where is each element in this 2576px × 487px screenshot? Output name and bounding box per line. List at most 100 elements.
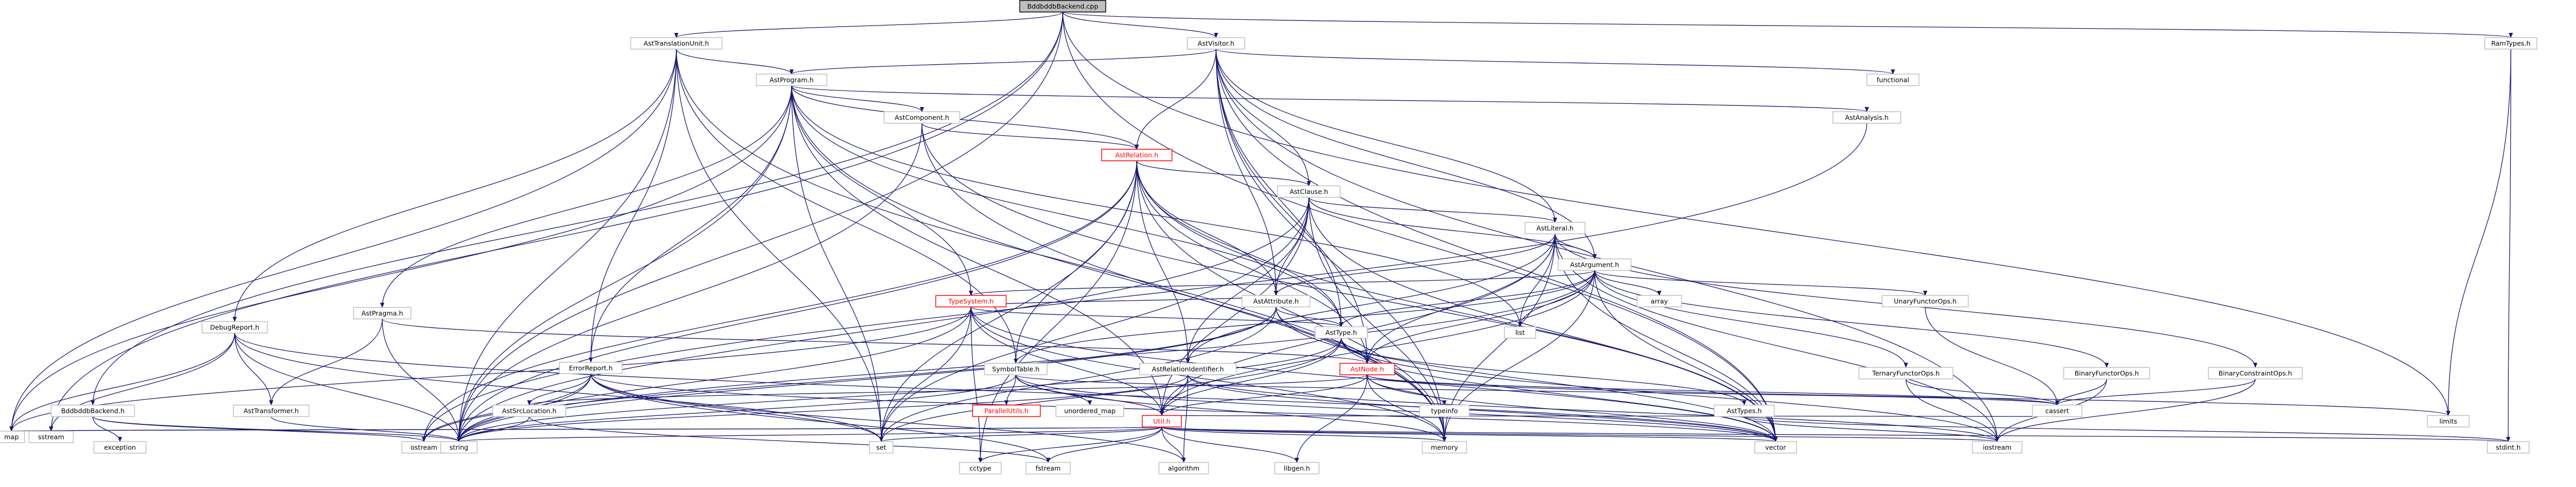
edge-group: [676, 49, 883, 442]
node-map: map: [0, 431, 25, 443]
edge-avis-to-alit: [1216, 49, 1557, 223]
node-atu[interactable]: AstTranslationUnit.h: [630, 37, 723, 50]
edge-group: [422, 160, 1137, 442]
edge-unary-to-cassert: [1925, 306, 2059, 406]
node-util[interactable]: Util.h: [1141, 415, 1182, 427]
edge-group: [51, 426, 1162, 432]
edge-group: [457, 49, 677, 442]
node-box: [1858, 367, 1953, 379]
node-avis[interactable]: AstVisitor.h: [1187, 37, 1245, 50]
edge-errr-to-asrc: [527, 373, 591, 406]
node-box: [1139, 363, 1237, 375]
node-label: unordered_map: [1064, 407, 1116, 415]
node-box: [353, 307, 411, 319]
node-box: [492, 405, 566, 417]
node-label: ErrorReport.h: [569, 364, 613, 372]
edge-atu-to-string: [457, 49, 677, 442]
node-label: AstTypes.h: [1727, 407, 1761, 415]
node-aattr[interactable]: AstAttribute.h: [1242, 295, 1310, 307]
node-anode[interactable]: AstNode.h: [1339, 363, 1395, 375]
edge-ram-to-stdint: [2506, 49, 2511, 442]
node-aarg[interactable]: AstArgument.h: [1558, 258, 1632, 271]
node-algorithm: algorithm: [1158, 462, 1209, 474]
node-string: string: [440, 441, 478, 454]
node-bddh[interactable]: BddbddbBackend.h: [51, 405, 135, 417]
node-label: cassert: [2045, 407, 2069, 415]
node-aana[interactable]: AstAnalysis.h: [1832, 111, 1901, 124]
edge-group: [1274, 197, 1309, 296]
node-atype[interactable]: AstType.h: [1315, 326, 1368, 339]
node-box: [1101, 149, 1173, 161]
edge-group: [791, 85, 883, 442]
node-tsys[interactable]: TypeSystem.h: [935, 295, 1007, 307]
edge-atypes-to-stdint: [1744, 416, 2510, 442]
node-acl[interactable]: AstClause.h: [1277, 185, 1341, 198]
node-acomp[interactable]: AstComponent.h: [883, 111, 961, 124]
node-tern[interactable]: TernaryFunctorOps.h: [1858, 367, 1953, 379]
edge-anode-to-libgen: [1295, 374, 1368, 463]
edge-errr-to-algorithm: [590, 373, 1186, 463]
node-binf[interactable]: BinaryFunctorOps.h: [2063, 367, 2150, 379]
node-label: TypeSystem.h: [947, 298, 993, 305]
node-func: functional: [1866, 74, 1919, 86]
edge-atu-to-dbgr: [233, 49, 677, 322]
edge-group: [380, 85, 792, 308]
edge-aprog-to-string: [457, 85, 792, 442]
edge-asrc-to-fstream: [529, 416, 1050, 463]
node-binc[interactable]: BinaryConstraintOps.h: [2208, 367, 2303, 379]
node-label: AstClause.h: [1290, 188, 1328, 196]
edge-aana-to-ostream: [422, 123, 1867, 442]
edge-acomp-to-string: [457, 123, 922, 442]
edge-group: [1160, 374, 1368, 416]
edge-util-to-memory: [1161, 426, 1447, 442]
edge-aprog-to-acomp: [791, 85, 924, 112]
edge-root-to-ram: [1062, 11, 2512, 38]
edge-dbgr-to-vector: [234, 332, 1778, 442]
edge-aarg-to-tern: [1594, 270, 1908, 368]
edge-group: [674, 11, 1063, 38]
edge-group: [921, 123, 1139, 150]
edge-group: [1744, 416, 2510, 442]
node-iostream: iostream: [1972, 441, 2023, 454]
node-unary[interactable]: UnaryFunctorOps.h: [1881, 295, 1969, 307]
edge-group: [589, 85, 792, 363]
node-alit[interactable]: AstLiteral.h: [1524, 222, 1586, 234]
node-asrc[interactable]: AstSrcLocation.h: [492, 405, 566, 417]
edge-group: [879, 197, 1309, 442]
edge-group: [1216, 49, 1369, 364]
node-aprog[interactable]: AstProgram.h: [756, 74, 828, 86]
edge-root-to-bddh: [91, 11, 1063, 406]
edge-arel-to-memory: [1136, 160, 1447, 442]
node-par[interactable]: ParallelUtils.h: [972, 405, 1041, 417]
node-arel[interactable]: AstRelation.h: [1101, 149, 1173, 161]
edge-group: [529, 416, 1050, 463]
edge-group: [1594, 270, 1927, 296]
node-dbgr[interactable]: DebugReport.h: [201, 321, 268, 334]
edge-aattr-to-atype: [1275, 306, 1343, 327]
node-arelid[interactable]: AstRelationIdentifier.h: [1139, 363, 1237, 375]
node-atypes[interactable]: AstTypes.h: [1714, 405, 1775, 417]
edge-group: [457, 416, 530, 442]
node-label: ostream: [410, 444, 437, 452]
node-root[interactable]: BddbddbBackend.cpp: [1019, 0, 1107, 13]
edge-symt-to-cassert: [1015, 374, 2059, 406]
edge-group: [1925, 306, 2059, 406]
edge-group: [234, 332, 1778, 442]
node-atrans[interactable]: AstTransformer.h: [233, 405, 310, 417]
node-apragma[interactable]: AstPragma.h: [353, 307, 411, 319]
node-ram[interactable]: RamTypes.h: [2484, 37, 2537, 50]
edge-aprog-to-util: [791, 85, 1164, 416]
node-box: [1019, 0, 1107, 13]
edge-aprog-to-errr: [589, 85, 792, 363]
edge-avis-to-anode: [1216, 49, 1369, 364]
edge-group: [1744, 416, 1999, 442]
node-label: TernaryFunctorOps.h: [1872, 370, 1939, 377]
edge-group: [382, 318, 1369, 364]
edge-group: [791, 85, 1869, 112]
node-symt[interactable]: SymbolTable.h: [984, 363, 1048, 375]
node-label: AstTransformer.h: [244, 407, 299, 415]
node-label: AstPragma.h: [361, 310, 403, 317]
edge-group: [1554, 233, 1597, 259]
edge-aprog-to-apragma: [380, 85, 792, 308]
node-errr[interactable]: ErrorReport.h: [559, 362, 623, 374]
